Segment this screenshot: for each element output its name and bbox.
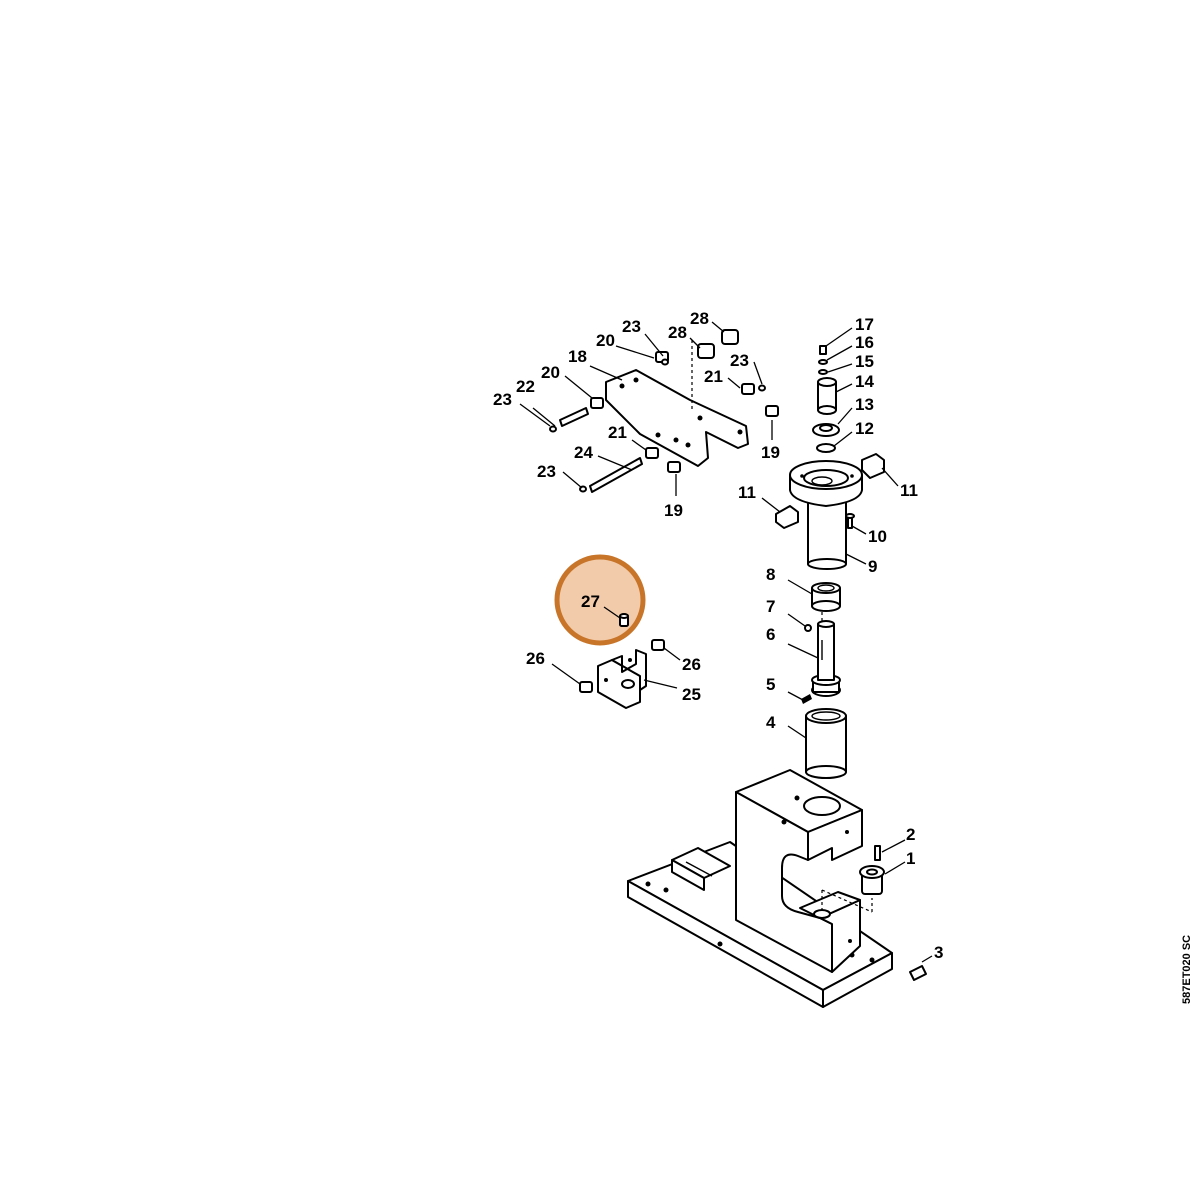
part-24-pin[interactable] xyxy=(589,457,643,493)
part-11-handle-left[interactable] xyxy=(775,505,799,529)
callout-26-right[interactable]: 26 xyxy=(682,655,701,674)
part-16-washer[interactable] xyxy=(818,359,828,365)
part-26-bushing-b[interactable] xyxy=(651,639,665,651)
part-17-screw[interactable] xyxy=(819,345,827,355)
callout-20-upper[interactable]: 20 xyxy=(596,331,615,350)
part-25-bracket[interactable] xyxy=(597,649,647,709)
callout-26-left[interactable]: 26 xyxy=(526,649,545,668)
c-frame-body xyxy=(735,769,863,973)
part-28-bushing-b[interactable] xyxy=(721,329,739,345)
callout-20-left[interactable]: 20 xyxy=(541,363,560,382)
callout-12[interactable]: 12 xyxy=(855,419,874,438)
part-22-pin[interactable] xyxy=(559,407,589,427)
part-10-screw[interactable] xyxy=(845,513,855,529)
callout-11-left[interactable]: 11 xyxy=(738,483,756,502)
callout-3[interactable]: 3 xyxy=(934,943,943,962)
callout-23-right[interactable]: 23 xyxy=(730,351,749,370)
part-27-highlight[interactable] xyxy=(554,554,646,646)
callout-8[interactable]: 8 xyxy=(766,565,775,584)
part-26-bushing-a[interactable] xyxy=(579,681,593,693)
callout-16[interactable]: 16 xyxy=(855,333,874,352)
part-1-knob[interactable] xyxy=(859,865,885,895)
part-14-sleeve[interactable] xyxy=(817,377,837,415)
leader-lines xyxy=(519,321,933,963)
part-9-column[interactable] xyxy=(789,460,863,570)
drawing-code: 587ET020 SC xyxy=(1181,935,1193,1004)
callout-10[interactable]: 10 xyxy=(868,527,887,546)
callout-19-right[interactable]: 19 xyxy=(761,443,780,462)
part-13-bearing[interactable] xyxy=(812,423,840,437)
part-19-bushing-b[interactable] xyxy=(667,461,681,473)
part-11-handle-right[interactable] xyxy=(861,453,885,479)
callout-6[interactable]: 6 xyxy=(766,625,775,644)
callout-23-upper[interactable]: 23 xyxy=(622,317,641,336)
callout-9[interactable]: 9 xyxy=(868,557,877,576)
callout-2[interactable]: 2 xyxy=(906,825,915,844)
callout-22[interactable]: 22 xyxy=(516,377,535,396)
callout-23-lower[interactable]: 23 xyxy=(537,462,556,481)
callout-11-right[interactable]: 11 xyxy=(900,481,918,500)
callout-15[interactable]: 15 xyxy=(855,352,874,371)
part-5-pin[interactable] xyxy=(801,694,812,704)
part-27-pin[interactable] xyxy=(619,613,629,627)
part-7-ring[interactable] xyxy=(804,624,812,632)
callout-21-lower[interactable]: 21 xyxy=(608,423,627,442)
part-2-pin[interactable] xyxy=(874,845,881,861)
part-15-washer[interactable] xyxy=(818,369,828,375)
callout-14[interactable]: 14 xyxy=(855,372,874,391)
callout-13[interactable]: 13 xyxy=(855,395,874,414)
part-8-bushing[interactable] xyxy=(811,582,841,612)
callout-labels: 1 2 3 4 5 6 7 8 9 10 11 11 12 13 14 15 1… xyxy=(493,309,943,962)
callout-28-left[interactable]: 28 xyxy=(668,323,687,342)
part-18-lever[interactable] xyxy=(605,369,749,467)
callout-18[interactable]: 18 xyxy=(568,347,587,366)
part-28-bushing-a[interactable] xyxy=(697,343,715,359)
part-21-bushing-a[interactable] xyxy=(741,383,755,395)
callout-23-left[interactable]: 23 xyxy=(493,390,512,409)
callout-7[interactable]: 7 xyxy=(766,597,775,616)
callout-25[interactable]: 25 xyxy=(682,685,701,704)
callout-4[interactable]: 4 xyxy=(766,713,776,732)
part-21-bushing-b[interactable] xyxy=(645,447,659,459)
callout-21-upper[interactable]: 21 xyxy=(704,367,723,386)
part-4-sleeve[interactable] xyxy=(805,708,847,779)
part-20-bushing-a[interactable] xyxy=(590,397,604,409)
callout-17[interactable]: 17 xyxy=(855,315,874,334)
part-12-circlip[interactable] xyxy=(816,443,836,453)
callout-5[interactable]: 5 xyxy=(766,675,775,694)
callout-1[interactable]: 1 xyxy=(906,849,915,868)
part-19-bushing-a[interactable] xyxy=(765,405,779,417)
part-6-shaft[interactable] xyxy=(811,620,841,697)
callout-27[interactable]: 27 xyxy=(581,592,600,611)
part-3-screw[interactable] xyxy=(909,965,927,981)
callout-24[interactable]: 24 xyxy=(574,443,593,462)
callout-19-lower[interactable]: 19 xyxy=(664,501,683,520)
callout-28-upper[interactable]: 28 xyxy=(690,309,709,328)
base-slot-bracket xyxy=(671,847,731,891)
